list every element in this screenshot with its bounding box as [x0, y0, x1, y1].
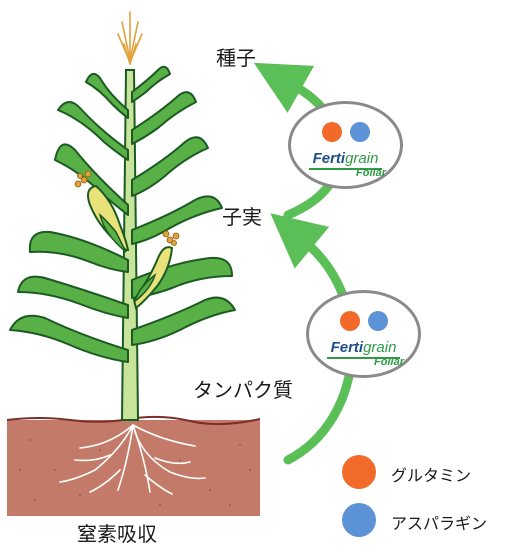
glutamine-dot [321, 122, 342, 142]
label-protein: タンパク質 [193, 378, 293, 402]
legend-dot-asparagine [342, 503, 376, 537]
asparagine-dot [367, 311, 388, 331]
brand-logo: Fertigrain [330, 339, 397, 356]
label-nitrogen-uptake: 窒素吸収 [77, 522, 157, 546]
corn-plant [9, 11, 236, 421]
roots [59, 424, 206, 495]
legend-label-asparagine: アスパラギン [391, 514, 488, 533]
brand-sub: Foliar [374, 356, 404, 368]
brand-sub: Foliar [356, 167, 386, 179]
soil [6, 415, 261, 516]
fertigrain-badge-lower: Fertigrain Foliar [306, 290, 421, 378]
glutamine-dot [339, 311, 360, 331]
fertigrain-badge-upper: Fertigrain Foliar [288, 101, 403, 189]
brand-logo: Fertigrain [312, 150, 379, 167]
label-seed: 種子 [216, 46, 256, 70]
label-grain: 子実 [222, 205, 262, 229]
asparagine-dot [349, 122, 370, 142]
legend-dot-glutamine [342, 455, 376, 489]
legend-label-glutamine: グルタミン [391, 466, 472, 485]
